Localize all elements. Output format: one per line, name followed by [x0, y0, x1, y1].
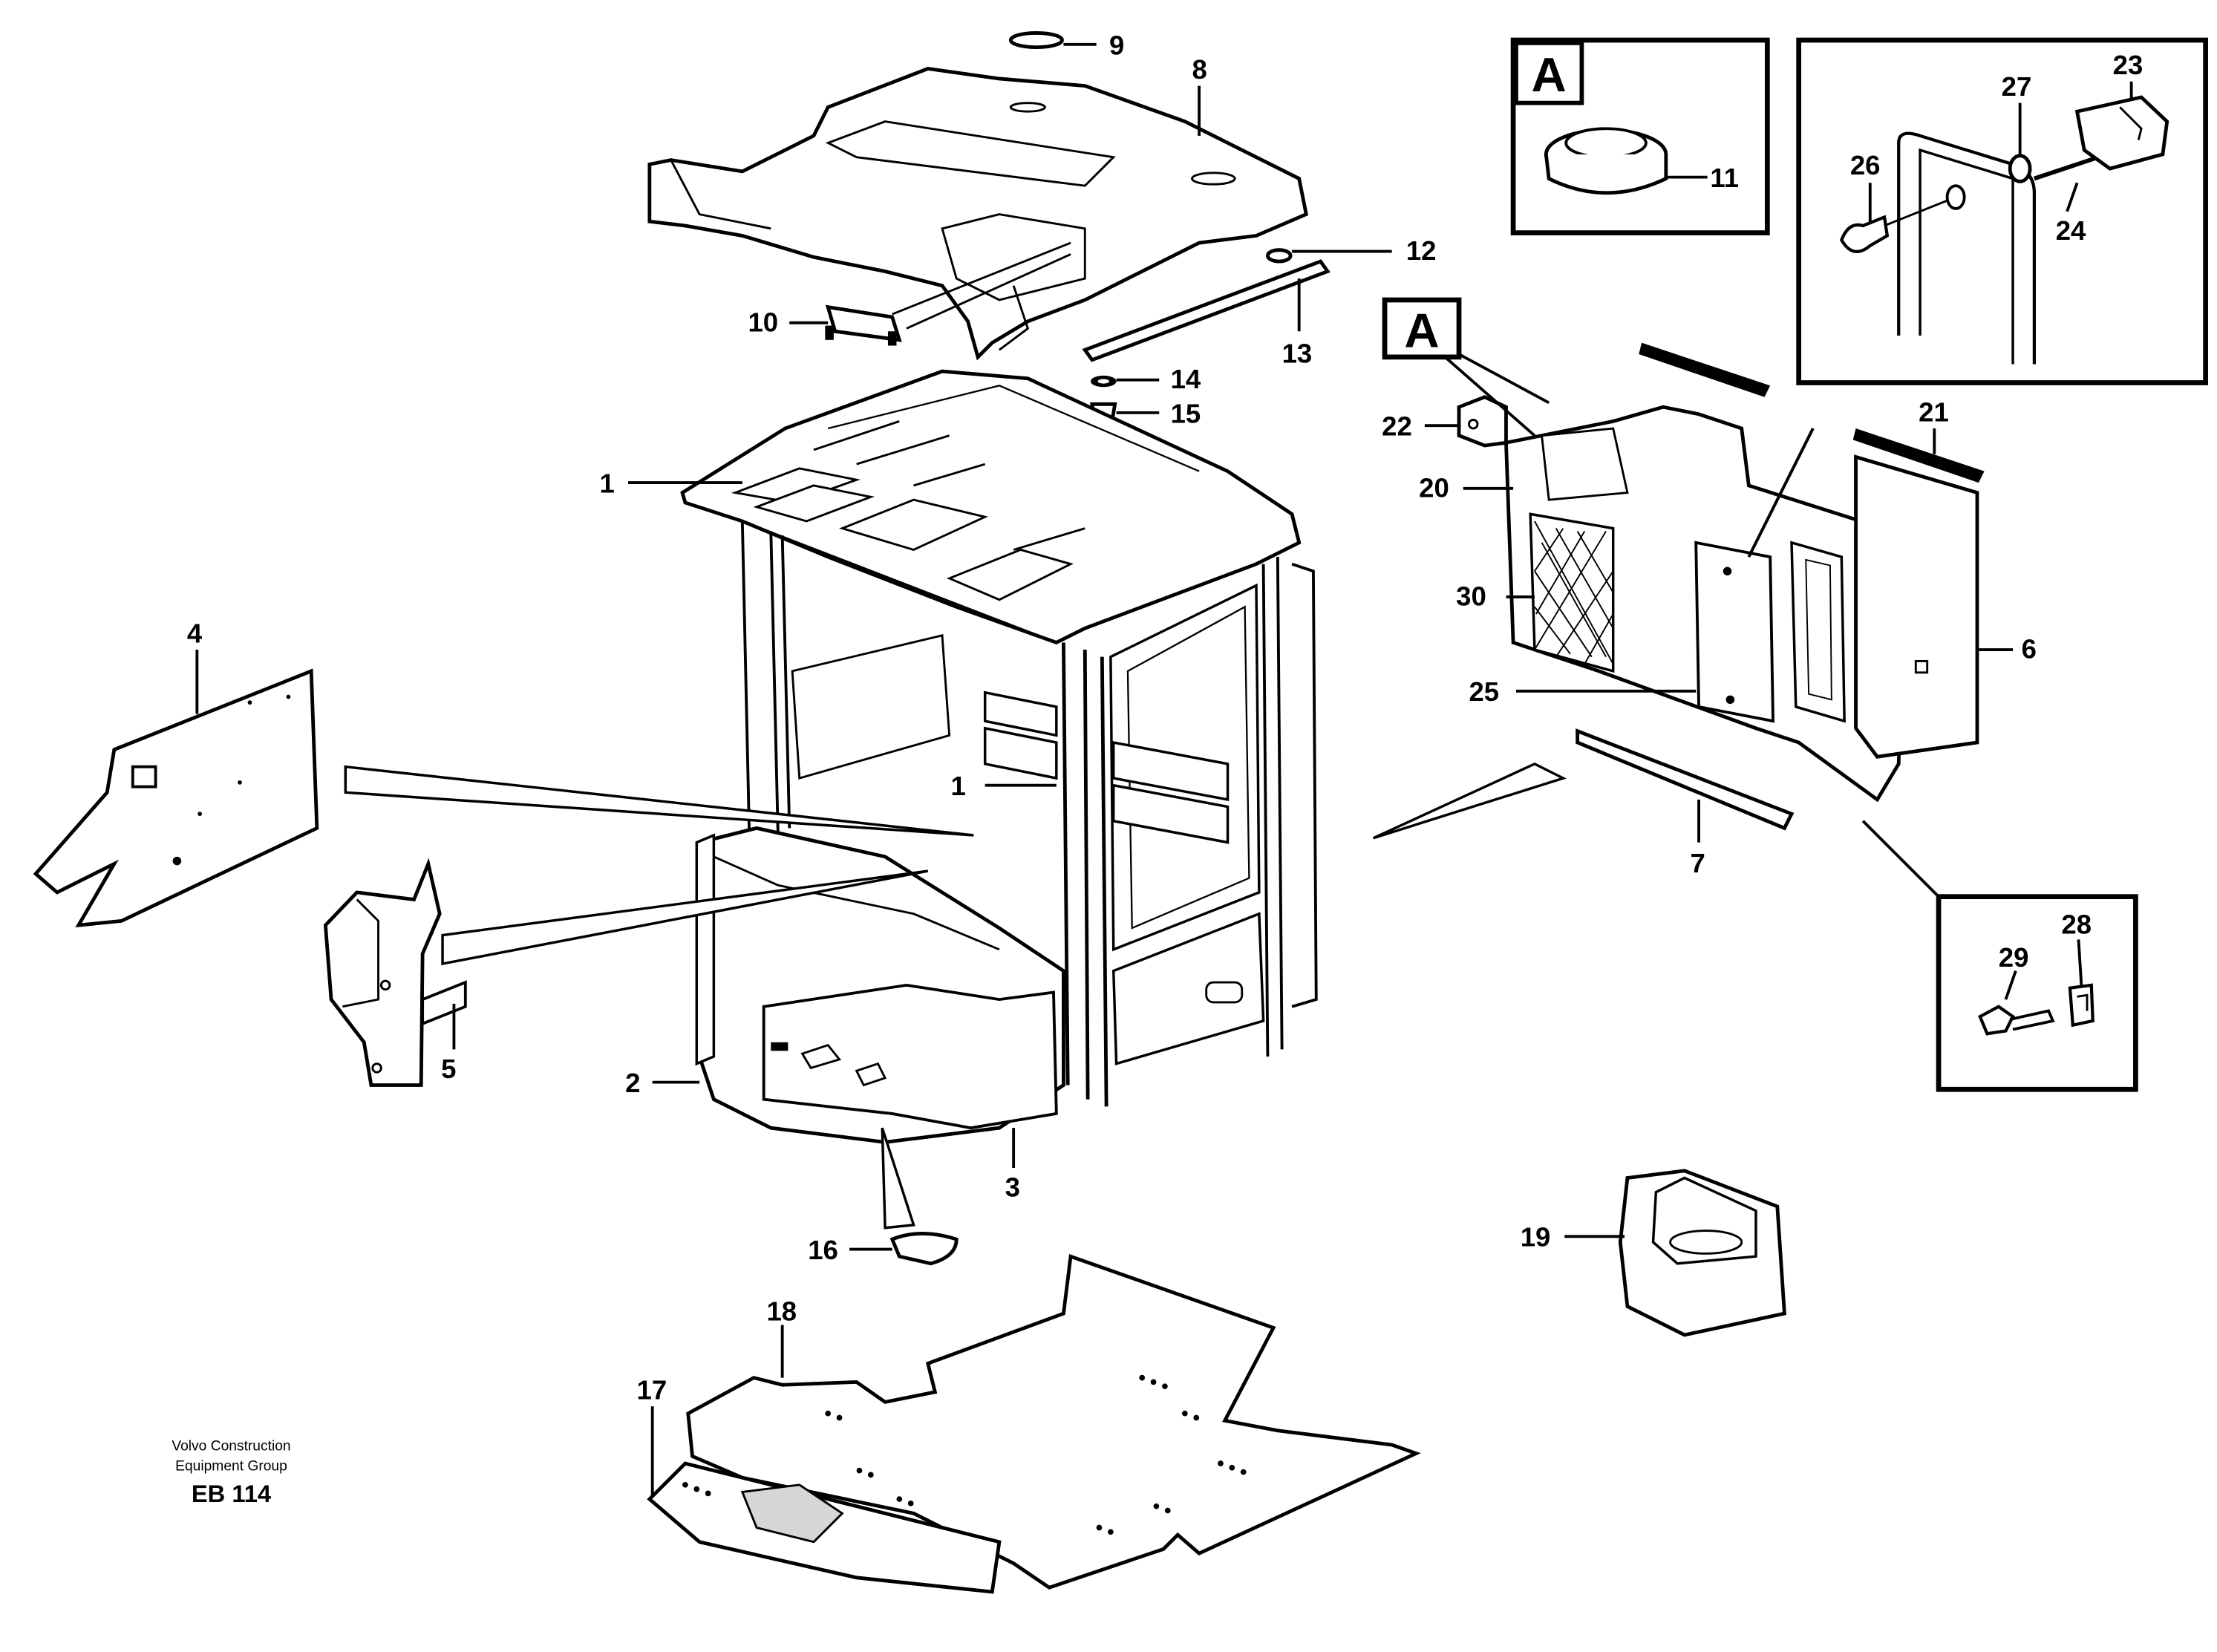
callout-11: 11 [1710, 163, 1739, 193]
part-16-cover [889, 1232, 959, 1266]
callout-8: 8 [1192, 54, 1207, 85]
cab-body [344, 369, 1567, 1230]
callout-20: 20 [1419, 472, 1449, 503]
callout-10: 10 [748, 307, 779, 337]
callout-28: 28 [2061, 910, 2092, 940]
callout-30: 30 [1456, 581, 1486, 611]
marker-a-label: A [1404, 303, 1439, 357]
callout-12: 12 [1406, 235, 1437, 266]
callout-3: 3 [1005, 1172, 1020, 1202]
callout-18: 18 [767, 1296, 797, 1327]
callout-23: 23 [2113, 50, 2143, 80]
callout-21: 21 [1919, 396, 1949, 427]
callout-27: 27 [2002, 71, 2032, 102]
part-12-13-fastener-strip [1082, 248, 1330, 362]
part-4-side-panel [33, 668, 319, 927]
part-19-holder [1618, 1169, 1786, 1337]
callout-22: 22 [1382, 411, 1412, 442]
callout-1-window: 1 [951, 771, 966, 801]
part-9-grommet [1008, 31, 1064, 50]
callout-labels: 9 8 10 12 13 14 15 1 1 4 5 2 3 16 18 17 … [187, 30, 2143, 1405]
rear-panel-assembly [1440, 342, 1985, 901]
callout-19: 19 [1521, 1222, 1551, 1253]
callout-24: 24 [2056, 215, 2086, 246]
footer-code: EB 114 [192, 1480, 271, 1507]
callout-6: 6 [2022, 634, 2037, 665]
footer-line-2: Equipment Group [175, 1459, 287, 1475]
part-17-18-floor-mat [647, 1253, 1421, 1594]
marker-a-panel: A [1382, 297, 1462, 360]
callout-1-roof: 1 [600, 468, 615, 499]
callout-2: 2 [625, 1068, 640, 1098]
leader-lines [195, 42, 2133, 1497]
callout-4: 4 [187, 618, 203, 648]
callout-5: 5 [441, 1054, 456, 1084]
callout-25: 25 [1469, 676, 1499, 707]
callout-15: 15 [1171, 398, 1201, 428]
callout-13: 13 [1282, 339, 1313, 369]
detail-box-screw-clip [1936, 894, 2138, 1092]
footer-line-1: Volvo Construction [172, 1439, 290, 1455]
detail-box-fastener [1747, 37, 2208, 558]
publisher-footer: Volvo Construction Equipment Group EB 11… [172, 1439, 290, 1507]
detail-marker-a: A [1532, 48, 1567, 102]
callout-29: 29 [1999, 942, 2029, 973]
callout-17: 17 [637, 1374, 667, 1405]
part-5-bracket [323, 858, 467, 1087]
part-8-roof-panel [647, 67, 1309, 361]
callout-7: 7 [1691, 848, 1705, 878]
detail-box-a: A [1510, 37, 1770, 235]
callout-16: 16 [808, 1235, 838, 1265]
callout-14: 14 [1171, 364, 1201, 394]
callout-9: 9 [1109, 30, 1124, 60]
callout-26: 26 [1850, 150, 1881, 180]
